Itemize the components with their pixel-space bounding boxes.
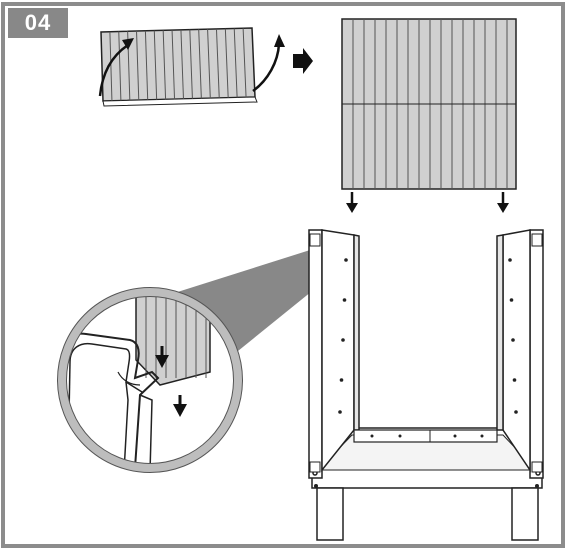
slat-line bbox=[171, 30, 176, 100]
down-arrow-icon bbox=[346, 192, 358, 213]
mounting-holes bbox=[338, 258, 518, 438]
slat-line bbox=[153, 30, 158, 100]
slat-line bbox=[224, 28, 229, 98]
mounting-hole bbox=[342, 298, 347, 302]
slat-line bbox=[242, 28, 247, 98]
slat-line bbox=[144, 30, 149, 100]
folded-panel bbox=[100, 27, 258, 107]
mounting-hole bbox=[480, 434, 484, 438]
slat-line bbox=[198, 29, 202, 99]
down-arrow-icon bbox=[497, 192, 509, 213]
slat-line bbox=[189, 29, 193, 99]
slat-line bbox=[180, 29, 184, 99]
mounting-hole bbox=[338, 410, 342, 414]
mounting-hole bbox=[508, 258, 512, 262]
mounting-hole bbox=[341, 338, 345, 342]
curved-arrow-icon bbox=[98, 38, 134, 97]
mounting-hole bbox=[339, 378, 344, 382]
right-arrow-icon bbox=[293, 48, 313, 74]
mounting-hole bbox=[509, 298, 514, 302]
slat-line bbox=[207, 29, 211, 99]
step-number-badge: 04 bbox=[8, 8, 68, 38]
slat-line bbox=[215, 28, 220, 98]
mounting-hole bbox=[398, 434, 402, 438]
slat-line bbox=[233, 28, 238, 98]
mounting-hole bbox=[512, 378, 517, 382]
slat-line bbox=[136, 31, 140, 101]
slat-line bbox=[162, 30, 167, 100]
slat-line bbox=[118, 31, 122, 101]
mounting-hole bbox=[514, 410, 518, 414]
down-arrow-icon bbox=[155, 346, 169, 368]
unfolded-panel bbox=[341, 18, 517, 190]
mounting-hole bbox=[344, 258, 348, 262]
mounting-hole bbox=[511, 338, 515, 342]
curved-arrow-icon bbox=[252, 34, 285, 93]
mounting-hole bbox=[453, 434, 457, 438]
cabinet-frame bbox=[308, 229, 544, 541]
slat-line bbox=[109, 31, 113, 101]
down-arrow-icon bbox=[173, 395, 187, 417]
mounting-hole bbox=[370, 434, 374, 438]
zoom-detail bbox=[57, 287, 243, 473]
